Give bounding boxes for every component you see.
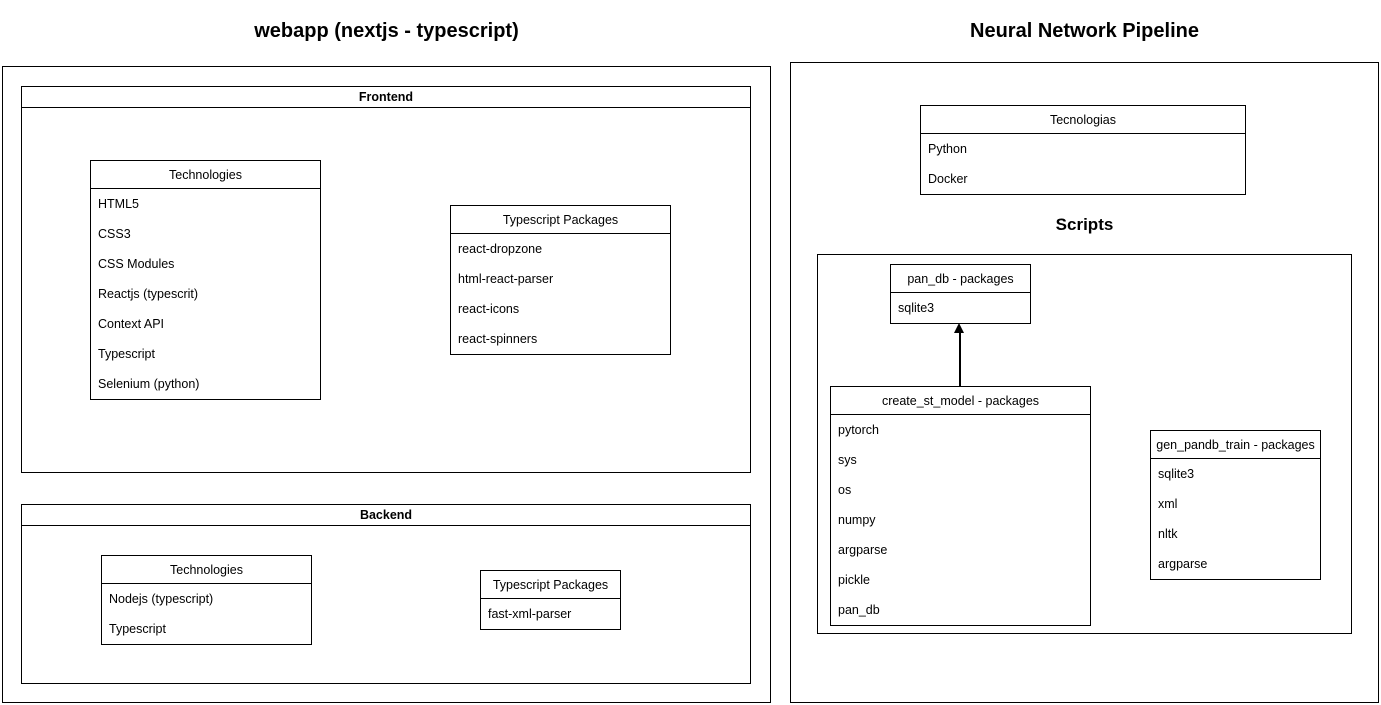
list-item: numpy	[838, 513, 876, 527]
list-item: CSS Modules	[98, 257, 175, 271]
scripts-group-box	[817, 254, 1352, 634]
list-item: pickle	[838, 573, 870, 587]
backend-ts-packages-table: Typescript Packages fast-xml-parser	[480, 570, 621, 630]
pipeline-title: Neural Network Pipeline	[970, 20, 1199, 42]
gen-pandb-train-packages-title: gen_pandb_train - packages	[1151, 431, 1320, 459]
scripts-heading: Scripts	[1055, 215, 1114, 234]
list-item: Reactjs (typescrit)	[98, 287, 199, 301]
frontend-technologies-title: Technologies	[91, 161, 320, 189]
list-item: Selenium (python)	[98, 377, 200, 391]
gen-pandb-train-packages-table: gen_pandb_train - packages sqlite3 xml nlt…	[1150, 430, 1321, 580]
list-item: sqlite3	[1158, 467, 1195, 481]
create-st-model-packages-table: create_st_model - packages pytorch sys os n…	[830, 386, 1091, 626]
frontend-group-label: Frontend	[22, 87, 750, 108]
frontend-ts-packages-items: react-dropzone html-react-parser react-ico…	[451, 234, 670, 354]
list-item: react-icons	[458, 302, 520, 316]
backend-group: Backend	[21, 504, 751, 684]
pan-db-packages-title: pan_db - packages	[891, 265, 1030, 293]
list-item: react-spinners	[458, 332, 538, 346]
backend-technologies-title: Technologies	[102, 556, 311, 584]
dependency-arrow-line	[959, 333, 961, 386]
backend-ts-packages-items: fast-xml-parser	[481, 599, 620, 629]
frontend-ts-packages-title: Typescript Packages	[451, 206, 670, 234]
list-item: sqlite3	[898, 301, 935, 315]
list-item: nltk	[1158, 527, 1178, 541]
list-item: CSS3	[98, 227, 131, 241]
backend-group-label: Backend	[22, 505, 750, 526]
pan-db-packages-table: pan_db - packages sqlite3	[890, 264, 1031, 324]
list-item: Docker	[928, 172, 968, 186]
frontend-ts-packages-table: Typescript Packages react-dropzone html-r…	[450, 205, 671, 355]
list-item: pytorch	[838, 423, 879, 437]
backend-ts-packages-title: Typescript Packages	[481, 571, 620, 599]
list-item: fast-xml-parser	[488, 607, 572, 621]
list-item: HTML5	[98, 197, 139, 211]
webapp-outer-box	[2, 66, 771, 703]
list-item: argparse	[838, 543, 888, 557]
list-item: Context API	[98, 317, 165, 331]
list-item: pan_db	[838, 603, 880, 617]
backend-technologies-table: Technologies Nodejs (typescript) Typescri…	[101, 555, 312, 645]
list-item: argparse	[1158, 557, 1208, 571]
dependency-arrow-head-icon	[954, 323, 964, 333]
gen-pandb-train-packages-items: sqlite3 xml nltk argparse	[1151, 459, 1320, 579]
list-item: Typescript	[98, 347, 155, 361]
tecnologias-title: Tecnologias	[921, 106, 1245, 134]
create-st-model-packages-items: pytorch sys os numpy argparse pickle pan_db	[831, 415, 1090, 625]
list-item: Typescript	[109, 622, 166, 636]
create-st-model-packages-title: create_st_model - packages	[831, 387, 1090, 415]
list-item: Python	[928, 142, 967, 156]
pan-db-packages-items: sqlite3	[891, 293, 1030, 323]
list-item: react-dropzone	[458, 242, 543, 256]
backend-technologies-items: Nodejs (typescript) Typescript	[102, 584, 311, 644]
webapp-title: webapp (nextjs - typescript)	[254, 20, 519, 42]
list-item: xml	[1158, 497, 1178, 511]
list-item: os	[838, 483, 852, 497]
list-item: html-react-parser	[458, 272, 554, 286]
list-item: sys	[838, 453, 857, 467]
frontend-group: Frontend	[21, 86, 751, 473]
list-item: Nodejs (typescript)	[109, 592, 214, 606]
pipeline-outer-box	[790, 62, 1379, 703]
